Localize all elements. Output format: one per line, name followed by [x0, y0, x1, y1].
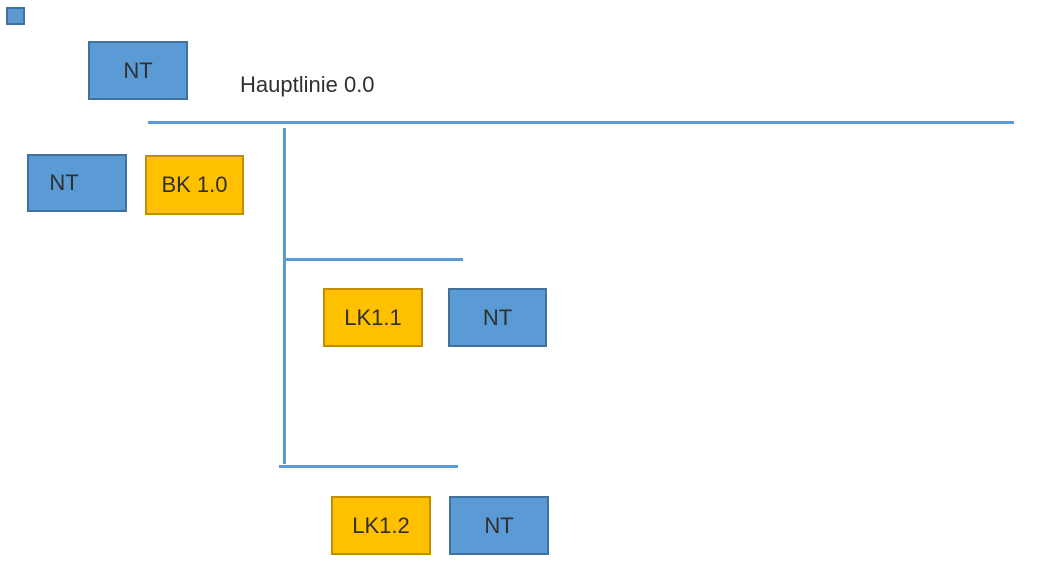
- hauptlinie-line[interactable]: [148, 121, 1014, 124]
- node-bk-1-0-label: BK 1.0: [161, 172, 228, 197]
- node-nt-bottom[interactable]: NT: [449, 496, 549, 555]
- node-nt-left[interactable]: NT: [27, 154, 127, 212]
- node-nt-bottom-label: NT: [484, 512, 514, 538]
- node-nt-top[interactable]: NT: [88, 41, 188, 100]
- hauptlinie-title[interactable]: Hauptlinie 0.0: [240, 72, 375, 97]
- node-nt-left-label: NT: [49, 170, 79, 195]
- node-bk-1-0[interactable]: BK 1.0: [145, 155, 244, 215]
- branch-2-line[interactable]: [279, 465, 458, 468]
- node-nt-top-label: NT: [123, 57, 153, 83]
- node-lk-1-1-label: LK1.1: [344, 304, 402, 330]
- branch-1-line[interactable]: [285, 258, 463, 261]
- node-nt-middle[interactable]: NT: [448, 288, 547, 347]
- node-lk-1-2[interactable]: LK1.2: [331, 496, 431, 555]
- small-blue-square-shape[interactable]: [6, 7, 25, 25]
- node-nt-middle-label: NT: [482, 304, 513, 330]
- riser-line[interactable]: [283, 128, 286, 464]
- node-lk-1-2-label: LK1.2: [352, 512, 410, 538]
- node-lk-1-1[interactable]: LK1.1: [323, 288, 423, 347]
